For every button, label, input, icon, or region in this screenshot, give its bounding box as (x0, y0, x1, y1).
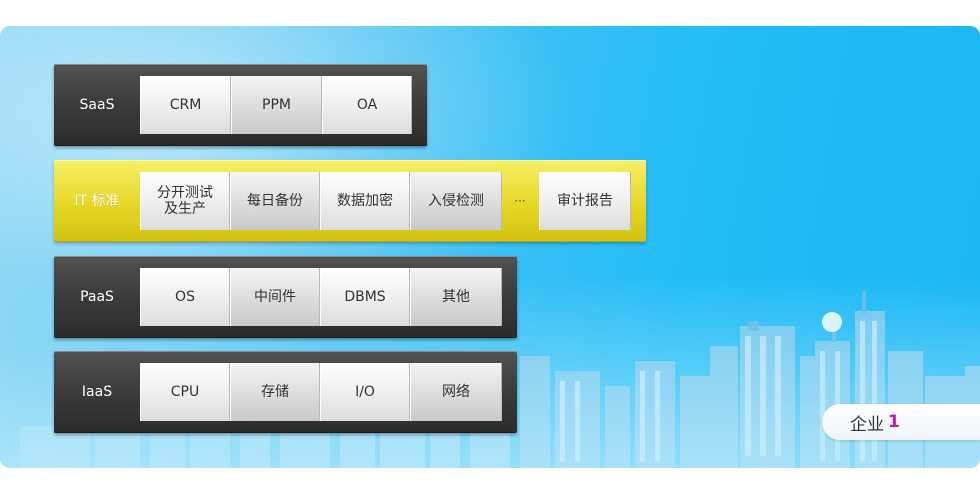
iaas-item-storage: 存储 (230, 363, 320, 421)
iaas-layer: IaaS CPU 存储 I/O 网络 (54, 351, 517, 433)
saas-item-ppm: PPM (231, 76, 322, 134)
it-item-separate-testing: 分开测试 及生产 (140, 172, 230, 230)
paas-item-other: 其他 (410, 268, 502, 326)
it-item-audit-report: 审计报告 (539, 172, 631, 230)
saas-item-crm: CRM (140, 76, 231, 134)
it-item-daily-backup: 每日备份 (230, 172, 320, 230)
saas-label: SaaS (79, 97, 115, 113)
iaas-item-cpu: CPU (140, 363, 230, 421)
paas-label: PaaS (80, 289, 114, 305)
it-item-data-encryption: 数据加密 (320, 172, 410, 230)
paas-item-middleware: 中间件 (230, 268, 320, 326)
saas-layer: SaaS CRM PPM OA (54, 64, 427, 146)
paas-layer: PaaS OS 中间件 DBMS 其他 (54, 256, 517, 338)
it-standard-label: IT 标准 (74, 193, 120, 209)
paas-item-os: OS (140, 268, 230, 326)
enterprise-badge-text: 企业 (850, 414, 884, 435)
it-item-intrusion-detection: 入侵检测 (410, 172, 502, 230)
paas-item-dbms: DBMS (320, 268, 410, 326)
iaas-label: IaaS (81, 384, 113, 400)
it-item-ellipsis: ··· (514, 194, 526, 208)
iaas-item-io: I/O (320, 363, 410, 421)
iaas-item-network: 网络 (410, 363, 502, 421)
enterprise-badge-number: 1 (888, 412, 900, 432)
saas-item-oa: OA (322, 76, 412, 134)
it-standard-layer: IT 标准 分开测试 及生产 每日备份 数据加密 入侵检测 ··· 审计报告 (54, 160, 646, 242)
